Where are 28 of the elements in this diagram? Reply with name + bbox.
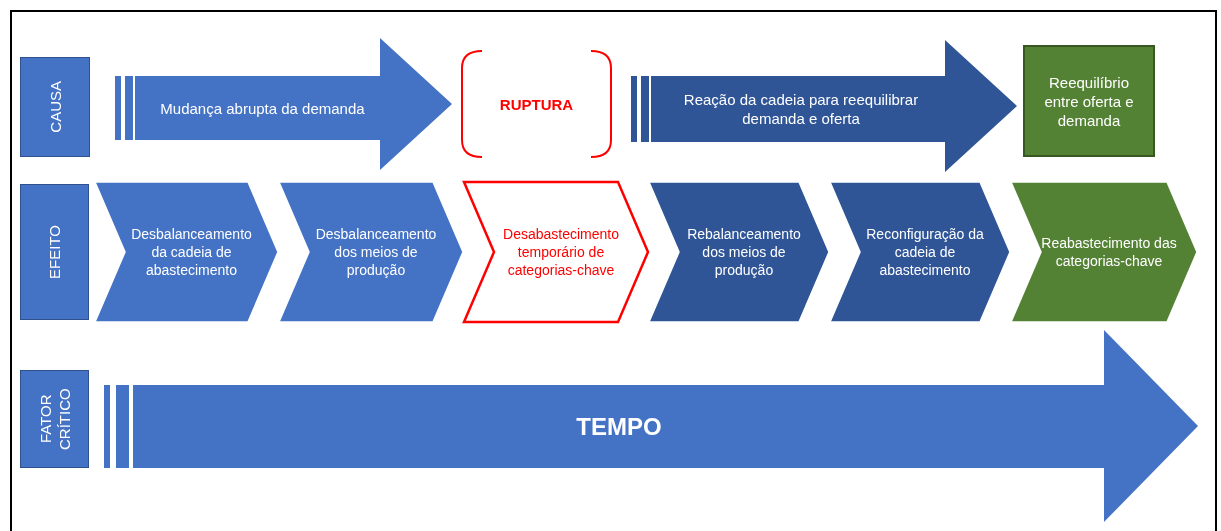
chevron-step bbox=[279, 182, 463, 322]
row-header-box bbox=[20, 57, 90, 157]
row-title: FATOR CRÍTICO bbox=[35, 387, 74, 452]
block-arrow bbox=[104, 330, 1198, 522]
chevron-step bbox=[649, 182, 829, 322]
emphasis-label: RUPTURA bbox=[498, 94, 575, 115]
step-label: Desbalanceamento dos meios de produção bbox=[314, 225, 438, 280]
timeline-label: TEMPO bbox=[575, 411, 663, 442]
block-arrow bbox=[115, 38, 452, 170]
step-label: Rebalanceamento dos meios de produção bbox=[686, 225, 802, 280]
step-label: Mudança abrupta da demanda bbox=[159, 98, 366, 119]
bracket-frame bbox=[460, 50, 613, 158]
chevron-step bbox=[464, 182, 648, 322]
row-header-box bbox=[20, 370, 89, 468]
chevron-step bbox=[95, 182, 278, 322]
step-label: Reabastecimento das categorias-chave bbox=[1041, 234, 1177, 271]
chevron-step bbox=[830, 182, 1010, 322]
outcome-box bbox=[1023, 45, 1155, 157]
step-label: Reconfiguração da cadeia de abastecimento bbox=[865, 225, 985, 280]
chevron-step bbox=[1011, 182, 1197, 322]
step-label: Reação da cadeia para reequilibrar demanda e oferta bbox=[682, 90, 920, 129]
block-arrow bbox=[631, 40, 1017, 172]
row-header-box bbox=[20, 184, 89, 320]
step-label: Desabastecimento temporário de categorias-chave bbox=[502, 225, 620, 280]
step-label: Desbalanceamento da cadeia de abastecimento bbox=[130, 225, 253, 280]
row-title: EFEITO bbox=[45, 224, 64, 281]
row-title: CAUSA bbox=[45, 80, 65, 135]
step-label: Reequilíbrio entre oferta e demanda bbox=[1043, 72, 1135, 131]
